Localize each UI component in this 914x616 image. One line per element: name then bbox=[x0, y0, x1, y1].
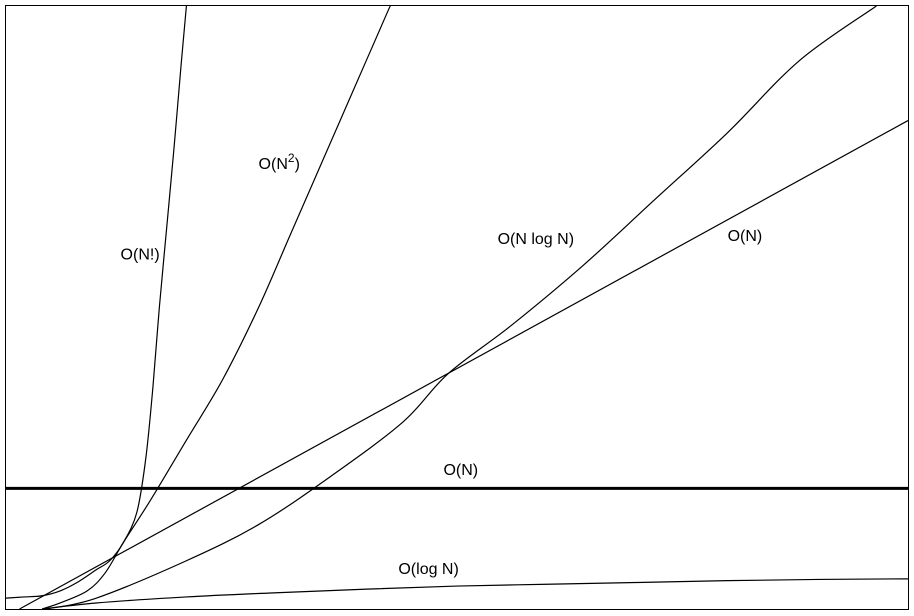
series-label: O(N log N) bbox=[498, 231, 574, 248]
series-label: O(N) bbox=[728, 228, 763, 245]
curve-log-n bbox=[42, 578, 909, 610]
label-part: O(N) bbox=[443, 462, 478, 479]
series-label: O(N!) bbox=[121, 246, 160, 263]
series-labels: O(N!) O(N2) O(N log N) O(N) O(N) O(log N) bbox=[121, 151, 763, 578]
label-part: ) bbox=[295, 156, 300, 173]
series-label: O(N) bbox=[443, 462, 478, 479]
label-part: O(N) bbox=[728, 228, 763, 245]
series-label: O(N2) bbox=[259, 151, 300, 173]
label-part: O(N bbox=[259, 156, 288, 173]
curve-n-log-n bbox=[46, 5, 877, 610]
curve-quadratic bbox=[41, 5, 391, 610]
curve-factorial bbox=[5, 5, 187, 599]
label-part: O(N log N) bbox=[498, 231, 574, 248]
label-part: O(log N) bbox=[398, 561, 458, 578]
series-label: O(log N) bbox=[398, 561, 458, 578]
plot-frame bbox=[5, 5, 909, 610]
label-part: O(N!) bbox=[121, 246, 160, 263]
label-superscript: 2 bbox=[288, 151, 295, 165]
series-curves bbox=[5, 5, 909, 610]
curve-linear bbox=[19, 120, 909, 610]
